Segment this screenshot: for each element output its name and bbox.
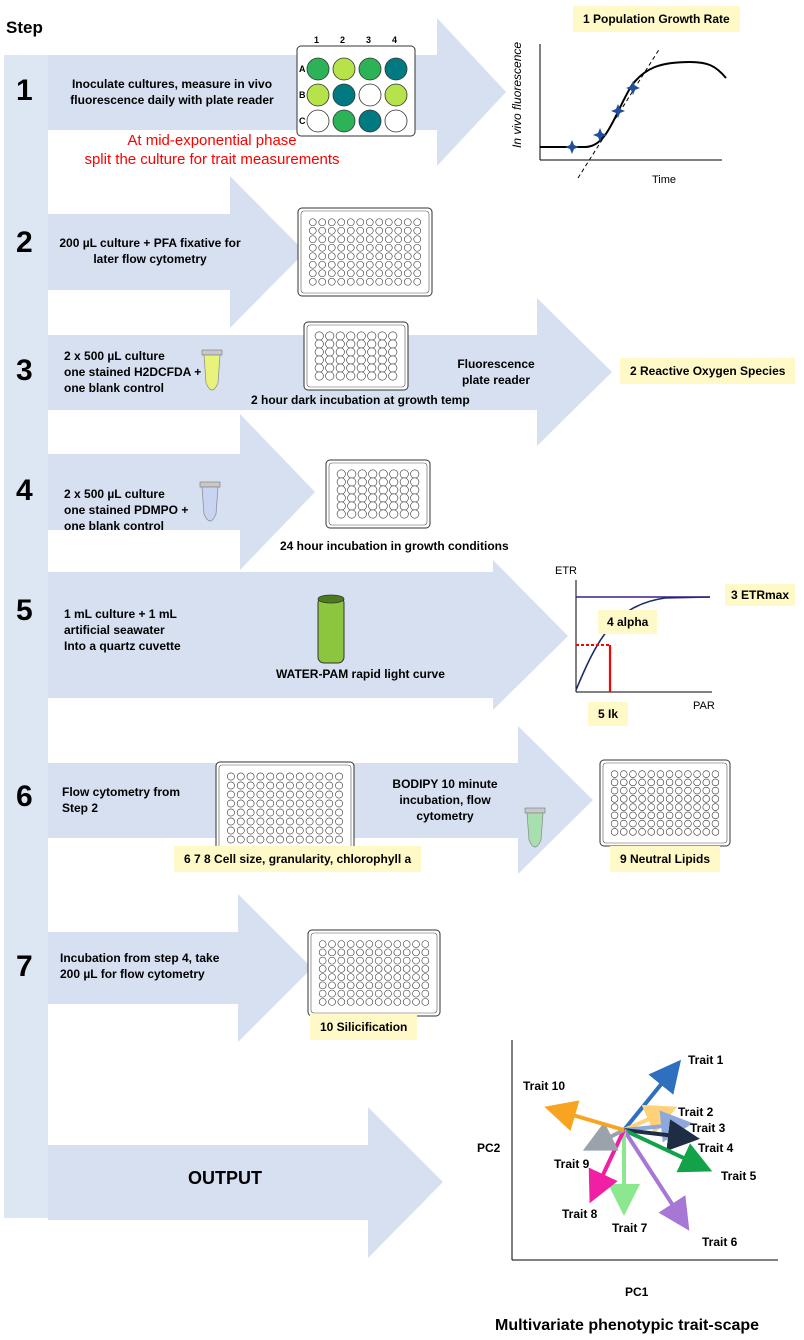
trait-7-label: Trait 7 bbox=[612, 1221, 648, 1235]
trait-8-label: Trait 8 bbox=[562, 1207, 598, 1221]
plate-48-step3 bbox=[303, 321, 409, 391]
trait-tag-flow: 6 7 8 Cell size, granularity, chlorophyl… bbox=[174, 846, 422, 872]
light-curve-chart bbox=[575, 580, 712, 693]
trait-tag-lipids: 9 Neutral Lipids bbox=[610, 846, 721, 872]
step-7-number: 7 bbox=[16, 950, 33, 983]
tube-yellow-icon bbox=[201, 349, 223, 391]
trait-tag-ros: 2 Reactive Oxygen Species bbox=[620, 358, 796, 384]
step-7-arrow bbox=[48, 894, 312, 1042]
step-2-number: 2 bbox=[16, 226, 33, 259]
step-3-caption: 2 hour dark incubation at growth temp bbox=[251, 393, 470, 407]
trait-1-label: Trait 1 bbox=[688, 1053, 724, 1067]
tube-green-icon bbox=[524, 807, 546, 848]
growth-chart-ylabel: In vivo fluorescence bbox=[510, 41, 524, 148]
trait-tag-ik: 5 Ik bbox=[588, 702, 629, 726]
plate-48-step4 bbox=[325, 459, 431, 529]
light-curve-ylabel: ETR bbox=[555, 565, 577, 577]
trait-10-label: Trait 10 bbox=[523, 1079, 566, 1093]
cuvette-icon bbox=[317, 594, 345, 664]
trait-9-label: Trait 9 bbox=[554, 1157, 590, 1171]
trait-tag-growth-rate: 1 Population Growth Rate bbox=[573, 6, 740, 32]
output-label: OUTPUT bbox=[188, 1168, 262, 1188]
growth-curve-chart bbox=[539, 44, 727, 179]
step-4-caption: 24 hour incubation in growth conditions bbox=[280, 539, 509, 553]
plate-96-step6-bodipy bbox=[599, 759, 731, 847]
step-1-number: 1 bbox=[16, 74, 33, 107]
growth-chart-xlabel: Time bbox=[652, 174, 677, 186]
trait-5-label: Trait 5 bbox=[721, 1169, 757, 1183]
step-header: Step bbox=[6, 18, 43, 37]
plate-96-step2 bbox=[297, 207, 433, 297]
trait-9-arrow bbox=[582, 1121, 625, 1151]
step-column bbox=[4, 55, 48, 1218]
plate12-row-b: B bbox=[299, 90, 306, 100]
pca-ylabel: PC2 bbox=[477, 1141, 501, 1155]
trait-5-arrow bbox=[623, 1128, 713, 1173]
output-arrow bbox=[48, 1107, 443, 1258]
step-3-number: 3 bbox=[16, 354, 33, 387]
plate-96-step7 bbox=[307, 929, 441, 1017]
pca-xlabel: PC1 bbox=[625, 1285, 649, 1299]
trait-4-arrow bbox=[623, 1119, 700, 1152]
plate12-col-3: 3 bbox=[366, 35, 372, 45]
trait-6-label: Trait 6 bbox=[702, 1235, 738, 1249]
step-5-number: 5 bbox=[16, 594, 33, 627]
plate-12-well bbox=[296, 45, 416, 137]
step-2-arrow bbox=[48, 176, 305, 328]
plate12-row-c: C bbox=[299, 116, 306, 126]
step-3-readout: Fluorescence plate reader bbox=[457, 357, 535, 387]
trait-tag-silicification: 10 Silicification bbox=[310, 1014, 418, 1040]
trait-tag-etrmax: 3 ETRmax bbox=[725, 584, 796, 606]
trait-1-arrow bbox=[622, 1059, 682, 1132]
light-curve-xlabel: PAR bbox=[693, 700, 715, 712]
trait-tag-alpha: 4 alpha bbox=[598, 610, 658, 634]
trait-8-arrow bbox=[588, 1129, 626, 1204]
plate12-col-1: 1 bbox=[314, 35, 320, 45]
step-4-arrow bbox=[48, 414, 315, 570]
pca-title: Multivariate phenotypic trait-scape bbox=[495, 1317, 760, 1334]
trait-4-label: Trait 4 bbox=[698, 1141, 734, 1155]
plate12-row-a: A bbox=[299, 64, 306, 74]
trait-10-arrow bbox=[544, 1100, 625, 1132]
tube-blue-icon bbox=[199, 481, 221, 522]
step-5-caption: WATER-PAM rapid light curve bbox=[276, 667, 445, 681]
plate-96-step6 bbox=[215, 761, 355, 855]
step-6-number: 6 bbox=[16, 780, 33, 813]
step-5-arrow bbox=[48, 560, 568, 710]
trait-2-label: Trait 2 bbox=[678, 1105, 714, 1119]
trait-6-arrow bbox=[622, 1128, 690, 1231]
plate12-col-2: 2 bbox=[340, 35, 346, 45]
trait-3-label: Trait 3 bbox=[690, 1121, 726, 1135]
pca-biplot bbox=[511, 1040, 778, 1261]
step-4-number: 4 bbox=[16, 474, 33, 507]
plate12-col-4: 4 bbox=[392, 35, 398, 45]
